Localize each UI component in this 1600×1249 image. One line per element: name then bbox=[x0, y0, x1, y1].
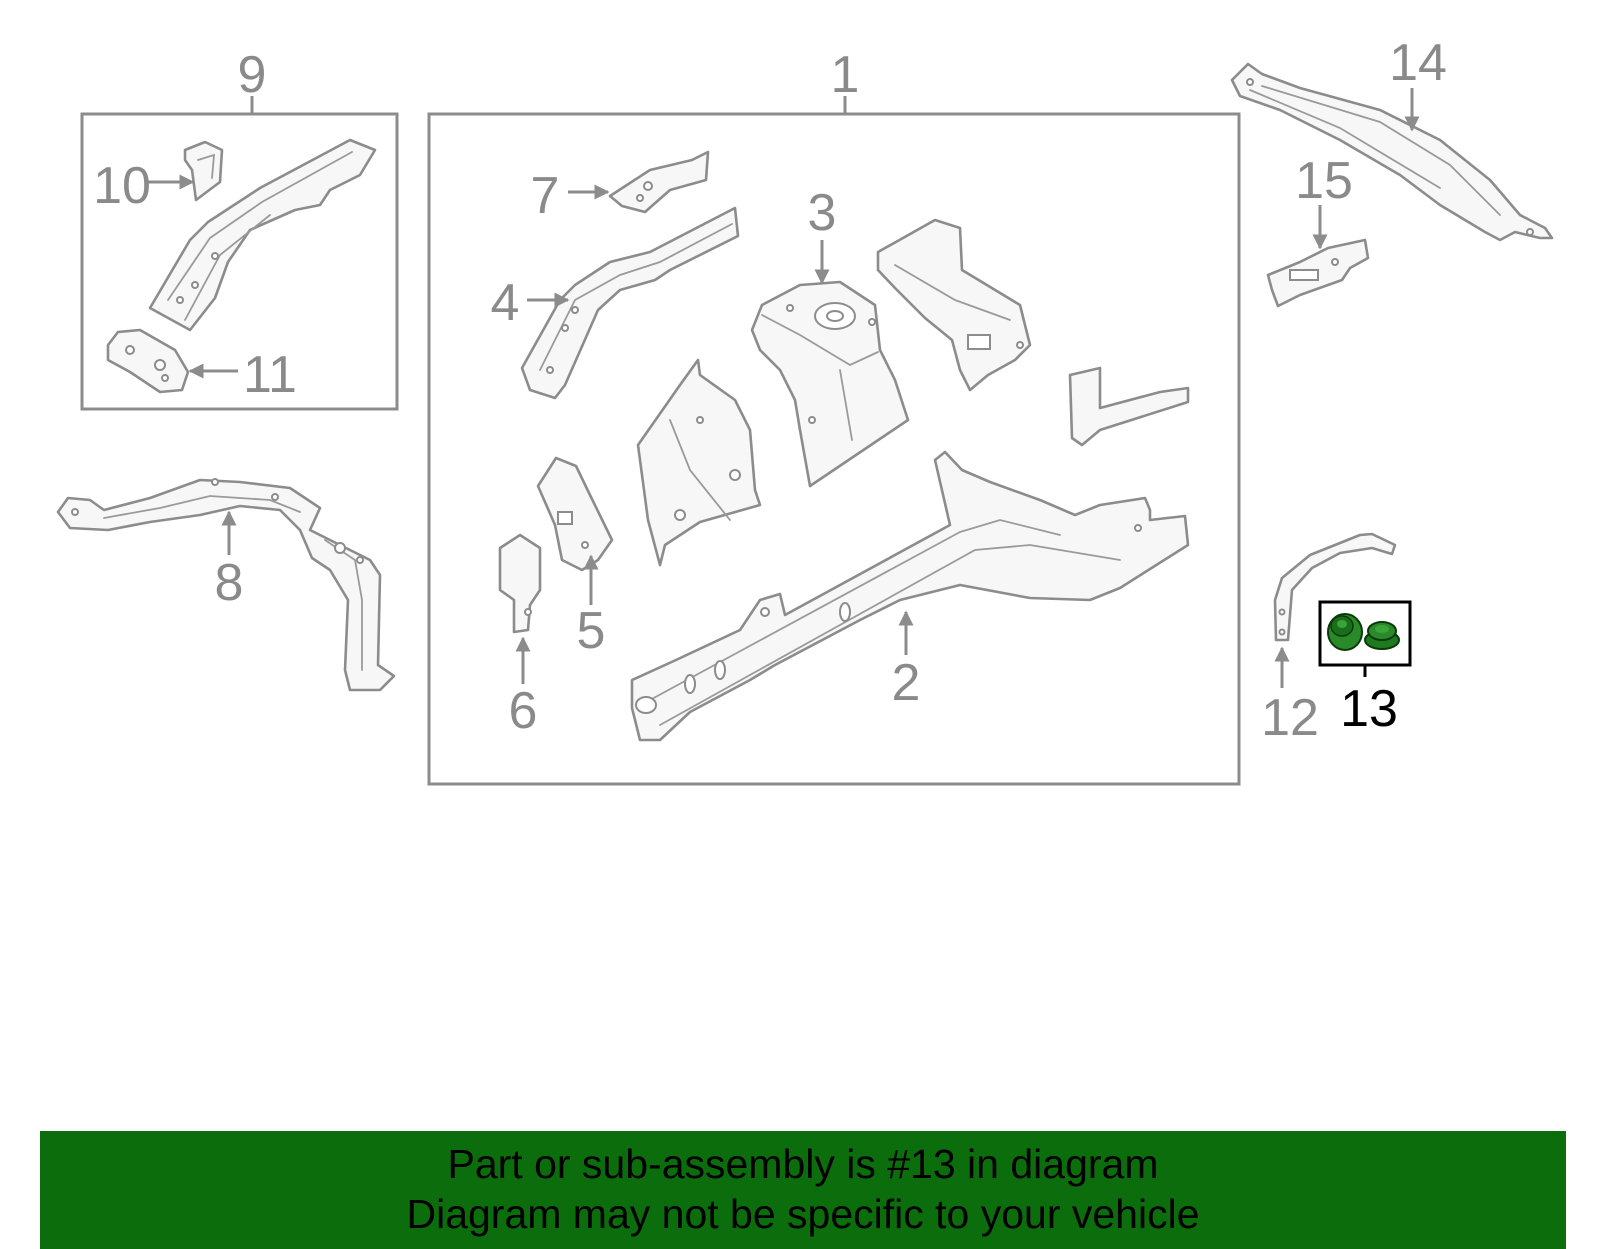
callout-12[interactable]: 12 bbox=[1261, 689, 1319, 747]
part-14-crossmember[interactable] bbox=[1230, 62, 1554, 242]
part-10-rail[interactable] bbox=[148, 138, 377, 332]
callout-6[interactable]: 6 bbox=[509, 682, 538, 740]
part-11-bracket[interactable] bbox=[106, 328, 190, 394]
part-5-bracket[interactable] bbox=[536, 456, 614, 572]
callout-1[interactable]: 1 bbox=[831, 46, 860, 104]
callout-10[interactable]: 10 bbox=[93, 157, 151, 215]
part-4-rail[interactable] bbox=[520, 206, 740, 400]
callout-9[interactable]: 9 bbox=[238, 46, 267, 104]
callout-2[interactable]: 2 bbox=[892, 654, 921, 712]
part-13-plug-2[interactable] bbox=[1364, 621, 1400, 650]
callout-3[interactable]: 3 bbox=[808, 184, 837, 242]
callout-8[interactable]: 8 bbox=[215, 554, 244, 612]
part-inner-panel bbox=[636, 358, 762, 567]
callout-5[interactable]: 5 bbox=[577, 602, 606, 660]
part-apron-extension bbox=[876, 218, 1032, 392]
callout-4[interactable]: 4 bbox=[491, 274, 520, 332]
group-box-1 bbox=[427, 96, 1241, 786]
callout-7[interactable]: 7 bbox=[531, 167, 560, 225]
callout-13[interactable]: 13 bbox=[1340, 680, 1398, 738]
part-3-strut-tower[interactable] bbox=[750, 280, 910, 488]
part-8-apron[interactable] bbox=[56, 478, 396, 692]
callout-14[interactable]: 14 bbox=[1389, 34, 1447, 92]
part-13-box[interactable] bbox=[1318, 600, 1412, 677]
banner-line-2: Diagram may not be specific to your vehi… bbox=[406, 1191, 1200, 1237]
info-banner: Part or sub-assembly is #13 in diagram D… bbox=[40, 1131, 1566, 1249]
part-10-bracket[interactable] bbox=[183, 140, 224, 202]
part-13-plug-1[interactable] bbox=[1327, 613, 1363, 651]
part-2-frame-rail[interactable] bbox=[630, 450, 1190, 742]
banner-line-1: Part or sub-assembly is #13 in diagram bbox=[447, 1141, 1159, 1187]
callout-11[interactable]: 11 bbox=[243, 346, 297, 404]
part-7-bracket[interactable] bbox=[608, 150, 710, 214]
part-12-strap[interactable] bbox=[1273, 532, 1397, 642]
part-15-bracket[interactable] bbox=[1266, 238, 1370, 308]
callout-15[interactable]: 15 bbox=[1295, 152, 1353, 210]
part-angle-bracket bbox=[1068, 366, 1190, 447]
part-6-bracket[interactable] bbox=[498, 533, 542, 634]
group-box-9 bbox=[80, 96, 399, 411]
